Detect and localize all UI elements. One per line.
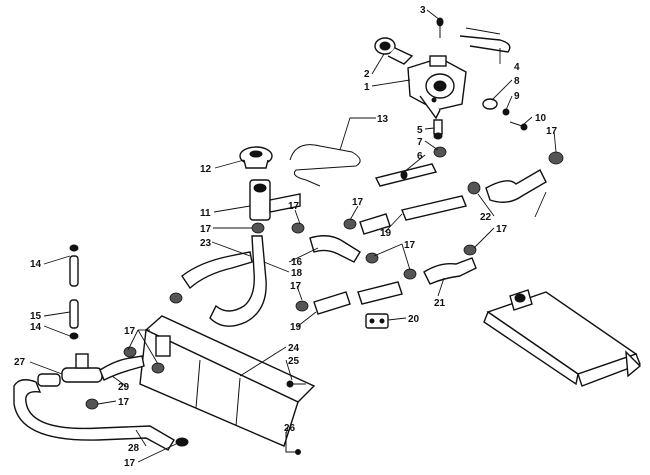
callout-12: 12 [200,164,212,175]
callout-14a: 14 [30,259,42,270]
callout-2: 2 [364,69,370,80]
callout-3: 3 [420,5,426,16]
tank-bracket [407,55,467,120]
washer-8 [482,98,498,110]
fitting-5 [433,119,443,140]
bleed-screw-26 [285,432,301,455]
callout-labels: 1 2 3 4 5 6 7 8 9 10 11 12 13 14 14 15 1… [14,5,558,469]
callout-26: 26 [284,423,296,434]
left-hose-stack [69,244,79,340]
callout-17i: 17 [118,397,130,408]
callout-9: 9 [514,91,520,102]
overflow-tube [289,144,361,187]
callout-17g: 17 [290,281,302,292]
callout-28: 28 [128,443,140,454]
callout-8: 8 [514,76,520,87]
callout-24: 24 [288,343,300,354]
callout-17f: 17 [496,224,508,235]
callout-18: 18 [291,268,303,279]
hose-29 [99,355,145,381]
screw-3 [436,17,444,38]
callout-11: 11 [200,208,211,219]
hose-19-upper [401,195,467,221]
callout-17a: 17 [546,126,558,137]
callout-23: 23 [200,238,212,249]
screw-10 [509,121,528,131]
callout-16: 16 [291,257,303,268]
heat-exchanger [483,289,642,387]
bleed-screw-25 [286,380,306,388]
callout-14b: 14 [30,322,42,333]
callout-17h: 17 [124,326,136,337]
hose-clamps [85,151,564,410]
hose-23 [181,251,253,290]
callout-19b: 19 [290,322,302,333]
callout-17c: 17 [352,197,364,208]
gasket-20 [365,313,389,329]
cap-ring [374,37,414,65]
hose-22 [485,169,547,203]
hose-17-short [359,213,391,235]
hose-19-lower [313,291,351,315]
hose-16 [309,235,361,263]
callout-7: 7 [417,137,423,148]
callout-22: 22 [480,212,492,223]
t-fitting-27 [37,353,103,387]
leader-lines [29,9,557,463]
hose-21 [423,257,477,285]
clamp-bottom [175,437,189,447]
callout-15: 15 [30,311,42,322]
hose-6 [374,163,438,187]
callout-17d: 17 [200,224,212,235]
callout-17b: 17 [288,201,300,212]
callout-21: 21 [434,298,446,309]
callout-4: 4 [514,62,520,73]
hose-19-mid [357,281,403,305]
callout-25: 25 [288,356,300,367]
callout-1: 1 [364,82,370,93]
radiator-panel [139,315,316,447]
callout-10: 10 [535,113,547,124]
callout-27: 27 [14,357,26,368]
u-bolt [459,27,511,53]
filler-neck [249,179,301,221]
callout-19a: 19 [380,228,392,239]
callout-17e: 17 [404,240,416,251]
callout-20: 20 [408,314,420,325]
callout-29: 29 [118,382,130,393]
hose-28 [13,379,175,451]
callout-17j: 17 [124,458,136,469]
hose-18 [209,235,267,327]
callout-5: 5 [417,125,423,136]
radiator-cap [239,146,273,169]
callout-13: 13 [377,114,389,125]
callout-6: 6 [417,151,423,162]
